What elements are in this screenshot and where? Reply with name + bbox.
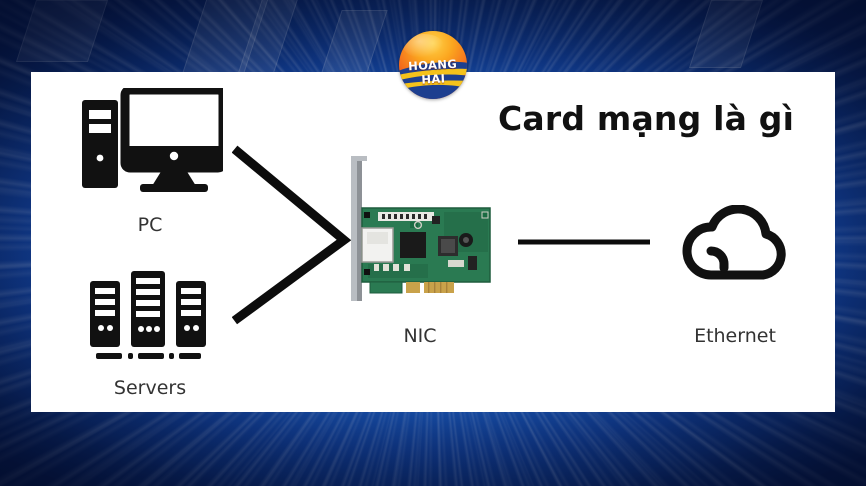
network-interface-card-image [351,156,491,301]
horizontal-link-line [518,239,650,245]
hoang-hai-logo: HOANG HAI [399,31,467,99]
node-label-pc: PC [137,214,163,236]
node-label-servers: Servers [113,377,187,399]
desktop-computer-icon [82,88,223,192]
logo-gloss [403,33,444,59]
cloud-icon [682,205,786,280]
server-rack-icon [90,271,206,359]
logo-text: HOANG HAI [407,56,458,87]
node-label-ethernet: Ethernet [694,325,776,347]
chevron-right-connector [232,145,352,325]
page-title: Card mạng là gì [498,99,795,138]
node-label-nic: NIC [403,325,437,347]
